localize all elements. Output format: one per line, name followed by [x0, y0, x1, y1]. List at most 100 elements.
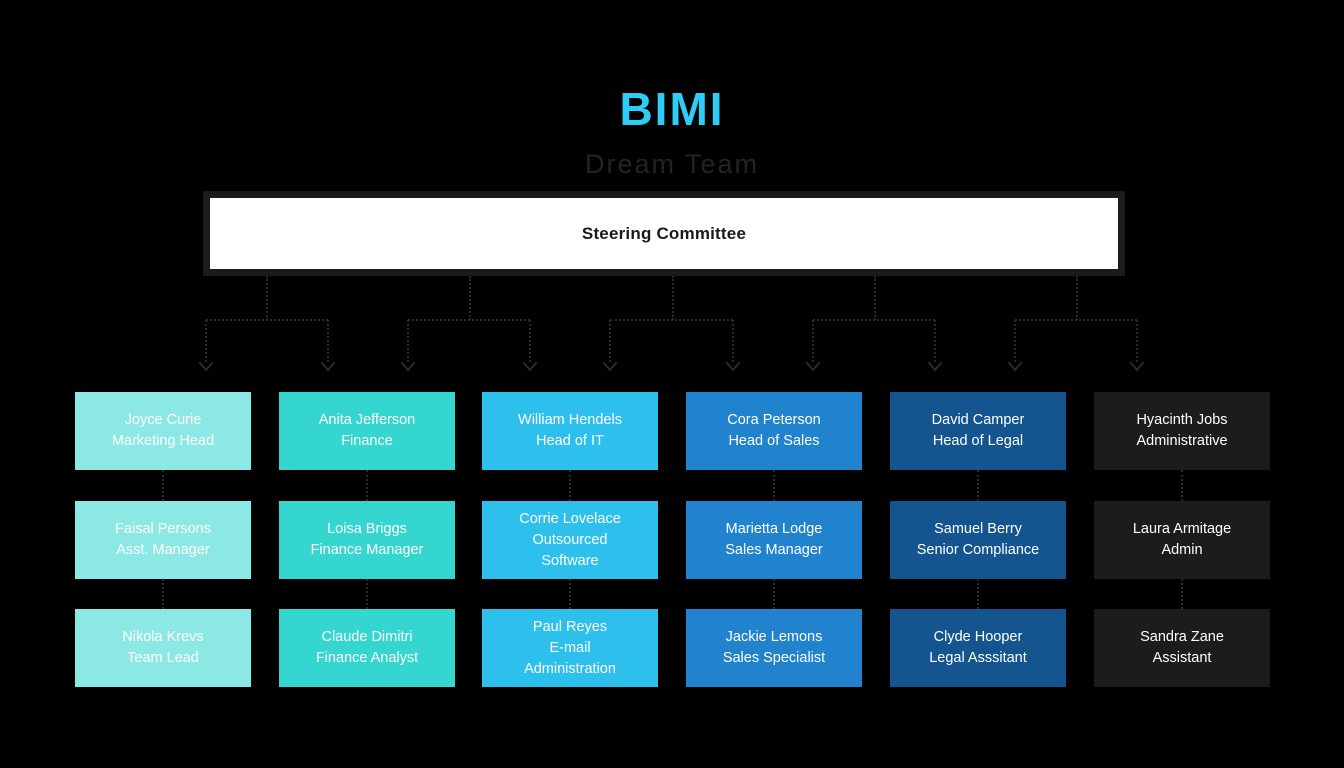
node-person-name: David Camper: [931, 412, 1025, 428]
node-person-role: Finance Manager: [310, 542, 424, 558]
node-person-role: Sales Manager: [725, 542, 823, 558]
node-person-role: E-mail: [549, 639, 591, 656]
connector-finance-link-1: [366, 470, 368, 501]
steering-committee-node[interactable]: Steering Committee: [203, 191, 1125, 276]
connector-leg-6: [732, 320, 734, 362]
node-person-name: Samuel Berry: [934, 521, 1022, 537]
node-person-role: Head of IT: [536, 433, 604, 449]
node-person-name: Hyacinth Jobs: [1136, 412, 1228, 428]
connector-administrative-link-2: [1181, 579, 1183, 609]
connector-leg-5: [609, 320, 611, 362]
connector-arrow-icon-7: [805, 359, 821, 375]
connector-arrow-icon-9: [1007, 359, 1023, 375]
connector-root-drop-2: [469, 276, 471, 320]
connector-legal-link-2: [977, 579, 979, 609]
connector-arrow-icon-2: [320, 359, 336, 375]
connector-it-link-1: [569, 470, 571, 501]
node-person-name: Anita Jefferson: [318, 412, 416, 428]
node-person-role: Team Lead: [127, 650, 199, 666]
node-person-role: Administration: [524, 660, 616, 677]
connector-marketing-link-1: [162, 470, 164, 501]
node-person-name: Clyde Hooper: [933, 629, 1023, 645]
node-person-name: Joyce Curie: [124, 412, 202, 428]
node-person-role: Software: [541, 552, 599, 569]
node-person-name: Faisal Persons: [115, 521, 211, 537]
connector-leg-1: [205, 320, 207, 362]
node-person-role: Senior Compliance: [916, 542, 1040, 558]
node-person-name: Jackie Lemons: [725, 629, 823, 645]
node-person-name: Claude Dimitri: [321, 629, 413, 645]
node-person-role: Legal Asssitant: [929, 650, 1027, 666]
connector-branch-bar-3: [610, 319, 733, 321]
connector-leg-2: [327, 320, 329, 362]
connector-arrow-icon-6: [725, 359, 741, 375]
connector-arrow-icon-4: [522, 359, 538, 375]
node-person-role: Finance Analyst: [315, 650, 419, 666]
node-person-role: Assistant: [1152, 650, 1212, 666]
node-person-name: Corrie Lovelace: [519, 510, 621, 527]
connector-leg-8: [934, 320, 936, 362]
connector-it-link-2: [569, 579, 571, 609]
connector-branch-bar-2: [408, 319, 530, 321]
connector-arrow-icon-1: [198, 359, 214, 375]
connector-arrow-icon-3: [400, 359, 416, 375]
connector-branch-bar-4: [813, 319, 935, 321]
connector-marketing-link-2: [162, 579, 164, 609]
node-person-role: Head of Sales: [728, 433, 820, 449]
node-person-name: Laura Armitage: [1132, 521, 1232, 537]
node-person-name: Paul Reyes: [532, 618, 608, 635]
connector-sales-link-1: [773, 470, 775, 501]
node-person-role: Head of Legal: [932, 433, 1024, 449]
connector-finance-link-2: [366, 579, 368, 609]
connector-leg-9: [1014, 320, 1016, 362]
connector-sales-link-2: [773, 579, 775, 609]
connector-arrow-icon-10: [1129, 359, 1145, 375]
connector-leg-3: [407, 320, 409, 362]
connector-root-drop-5: [1076, 276, 1078, 320]
connector-arrow-icon-8: [927, 359, 943, 375]
node-person-role: Sales Specialist: [722, 650, 826, 666]
node-person-name: Nikola Krevs: [122, 629, 204, 645]
connector-root-drop-4: [874, 276, 876, 320]
node-person-role: Outsourced: [532, 531, 608, 548]
connector-branch-bar-1: [206, 319, 328, 321]
connector-leg-4: [529, 320, 531, 362]
page-subtitle: Dream Team: [584, 149, 760, 179]
node-person-name: Loisa Briggs: [327, 521, 407, 537]
node-person-role: Admin: [1161, 542, 1203, 558]
node-person-name: William Hendels: [518, 412, 622, 428]
node-person-name: Sandra Zane: [1140, 629, 1224, 645]
connector-leg-10: [1136, 320, 1138, 362]
connector-administrative-link-1: [1181, 470, 1183, 501]
node-person-role: Finance: [341, 433, 393, 449]
node-person-role: Marketing Head: [111, 433, 215, 449]
connector-root-drop-3: [672, 276, 674, 320]
page-title: BIMI: [619, 83, 725, 135]
connector-branch-bar-5: [1015, 319, 1137, 321]
node-person-role: Asst. Manager: [116, 542, 210, 558]
steering-committee-label: Steering Committee: [581, 223, 747, 243]
node-person-name: Marietta Lodge: [725, 521, 823, 537]
node-person-role: Administrative: [1136, 433, 1228, 449]
connector-leg-7: [812, 320, 814, 362]
connector-root-drop-1: [266, 276, 268, 320]
